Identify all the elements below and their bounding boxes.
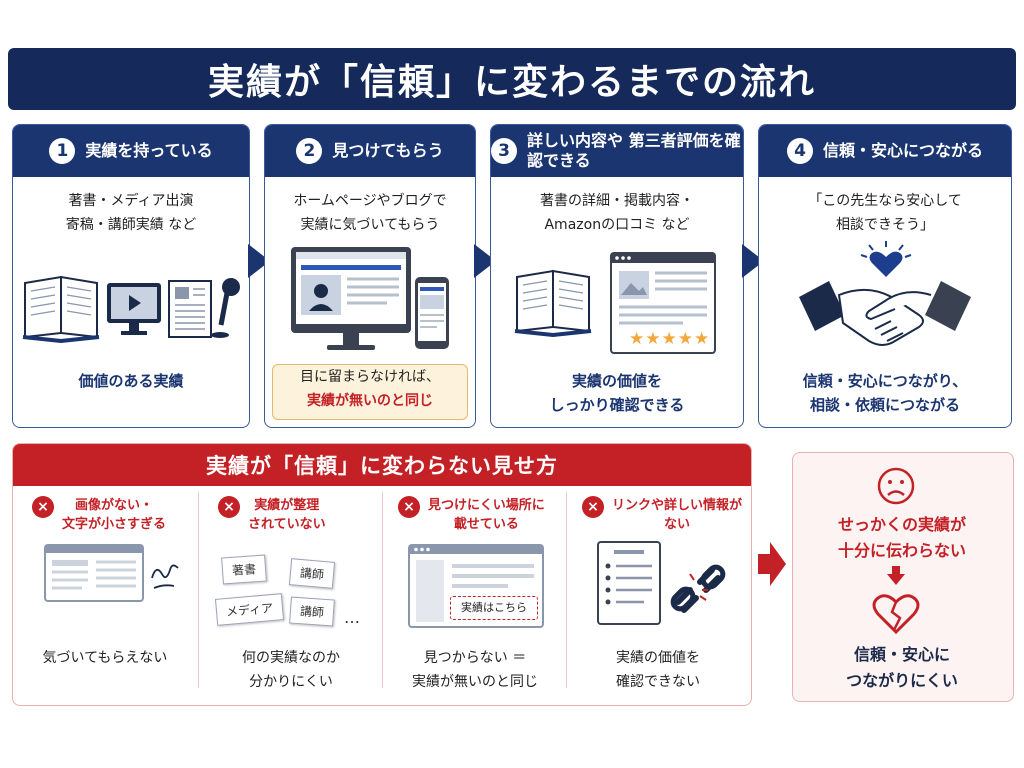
warning-box: 目に留まらなければ、 実績が無いのと同じ	[272, 364, 468, 420]
step-desc-4: 「この先生なら安心して 相談できそう」	[808, 193, 962, 233]
bad-item-1-title: 画像がない・ 文字が小さすぎる	[62, 498, 167, 532]
step-number-1: 1	[49, 138, 76, 164]
hidden-link-box: 実績はこちら	[450, 596, 538, 620]
bad-presentation-title: 実績が「信頼」に変わらない見せ方	[206, 454, 558, 478]
bad-presentation-header: 実績が「信頼」に変わらない見せ方	[13, 444, 751, 486]
microphone-icon	[211, 278, 240, 338]
step-card-1: 1 実績を持っている 著書・メディア出演 寄稿・講師実績 など 価値のある実	[12, 124, 250, 428]
step-desc-3: 著書の詳細・掲載内容・ Amazonの口コミ など	[540, 193, 694, 233]
warning-line-1: 目に留まらなければ、	[300, 369, 440, 385]
bad-item-3-caption: 見つからない ＝ 実績が無いのと同じ	[412, 650, 538, 690]
step-header-1: 1 実績を持っている	[13, 125, 249, 177]
result-bottom-text: 信頼・安心に つながりにくい	[846, 645, 958, 690]
page-title-bar: 実績が「信頼」に変わるまでの流れ	[8, 48, 1016, 110]
sad-face-icon	[877, 467, 915, 505]
step-title-1: 実績を持っている	[85, 141, 213, 160]
step-title-2: 見つけてもらう	[332, 141, 444, 160]
step-number-2: 2	[296, 138, 323, 164]
step-header-2: 2 見つけてもらう	[265, 125, 475, 177]
cross-icon: ×	[582, 496, 604, 518]
column-divider	[566, 492, 567, 688]
checklist-icon	[597, 541, 726, 625]
step-number-4: 4	[786, 138, 813, 164]
bad-item-1-header: × 画像がない・ 文字が小さすぎる	[32, 496, 166, 534]
video-monitor-icon	[107, 283, 161, 335]
tag-card: 講師	[288, 558, 336, 589]
review-page-icon	[610, 252, 716, 354]
step-1-illustration	[22, 275, 240, 343]
tag-card: 著書	[221, 554, 267, 585]
column-divider	[198, 492, 199, 688]
bad-item-1-caption: 気づいてもらえない	[42, 650, 168, 666]
step-number-3: 3	[491, 138, 517, 164]
desktop-monitor-icon	[291, 247, 411, 350]
bad-item-4-title: リンクや詳しい情報が ない	[612, 498, 743, 532]
book-icon	[22, 275, 100, 343]
ellipsis: …	[344, 608, 360, 627]
step-result-1: 価値のある実績	[78, 372, 184, 390]
bad-item-3-title: 見つけにくい場所に 載せている	[428, 498, 545, 532]
handshake-icon	[799, 281, 971, 346]
bad-item-2-caption: 何の実績なのか 分かりにくい	[242, 650, 340, 690]
arrow-down-icon	[887, 566, 905, 585]
result-top-text: せっかくの実績が 十分に伝わらない	[837, 515, 966, 560]
step-result-3: 実績の価値を しっかり確認できる	[549, 372, 685, 414]
step-result-4: 信頼・安心につながり、 相談・依頼につながる	[802, 372, 968, 414]
tag-card: 講師	[289, 596, 335, 627]
bad-item-4-header: × リンクや詳しい情報が ない	[582, 496, 742, 534]
broken-link-icon	[670, 564, 726, 613]
step-title-4: 信頼・安心につながる	[822, 141, 983, 160]
book-icon	[514, 269, 592, 338]
step-header-3: 3 詳しい内容や 第三者評価を確認できる	[491, 125, 743, 177]
cross-icon: ×	[398, 496, 420, 518]
step-desc-1: 著書・メディア出演 寄稿・講師実績 など	[65, 193, 197, 233]
step-card-3: 3 詳しい内容や 第三者評価を確認できる 著書の詳細・掲載内容・ Amazonの…	[490, 124, 744, 428]
step-header-4: 4 信頼・安心につながる	[759, 125, 1011, 177]
cross-icon: ×	[32, 496, 54, 518]
star-rating-icon: ★★★★★	[629, 329, 711, 349]
step-title-3: 詳しい内容や 第三者評価を確認できる	[527, 131, 741, 170]
cross-icon: ×	[218, 496, 240, 518]
step-3-illustration	[514, 252, 716, 354]
heart-icon	[860, 241, 912, 277]
newspaper-icon	[168, 280, 212, 338]
bad-item-2-header: × 実績が整理 されていない	[218, 496, 326, 534]
column-divider	[382, 492, 383, 688]
small-text-page-icon	[44, 544, 179, 602]
bad-item-4-caption: 実績の価値を 確認できない	[616, 650, 700, 690]
warning-line-2: 実績が無いのと同じ	[307, 393, 433, 409]
smartphone-icon	[415, 277, 449, 349]
arrow-right-red-icon	[758, 542, 786, 586]
page-title: 実績が「信頼」に変わるまでの流れ	[207, 62, 816, 103]
step-desc-2: ホームページやブログで 実績に気づいてもらう	[293, 193, 447, 233]
bad-item-3-header: × 見つけにくい場所に 載せている	[398, 496, 545, 534]
broken-heart-icon	[872, 594, 920, 635]
step-2-illustration	[291, 247, 449, 350]
bad-item-2-title: 実績が整理 されていない	[248, 498, 326, 532]
step-card-4: 4 信頼・安心につながる 「この先生なら安心して 相談できそう」 信頼・安心につ…	[758, 124, 1012, 428]
